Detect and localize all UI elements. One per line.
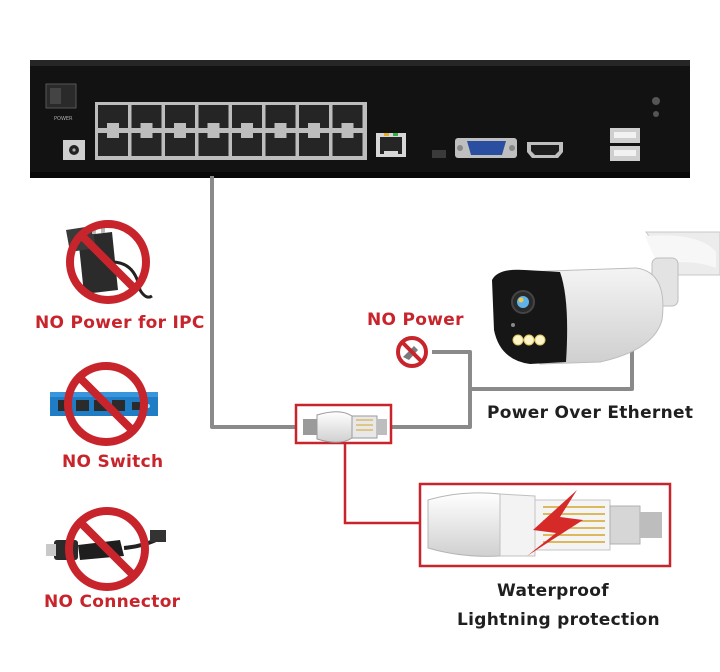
vga-port-icon	[455, 138, 517, 158]
rj45-port	[165, 105, 195, 128]
lan-port-icon	[376, 133, 406, 157]
hdmi-port-icon	[527, 142, 563, 158]
ethernet-cable	[210, 176, 634, 429]
rj45-port	[165, 133, 195, 156]
rj45-port-tab	[107, 133, 119, 138]
no-connector-icon	[46, 507, 166, 591]
waterproof-connector-callout	[418, 482, 672, 568]
rj45-port	[299, 133, 329, 156]
svg-text:POWER: POWER	[54, 116, 73, 122]
rj45-port-tab	[241, 133, 253, 138]
rj45-port-tab	[308, 123, 320, 128]
rj45-port-tab	[140, 133, 153, 138]
rj45-port-tab	[107, 123, 119, 128]
rj45-port-tab	[274, 123, 287, 128]
no-switch-label: NO Switch	[62, 452, 164, 472]
no-power-prohibited-icon	[396, 336, 428, 368]
rj45-port-tab	[174, 123, 186, 128]
callout-line	[343, 440, 420, 525]
rj45-port-tab	[207, 133, 220, 138]
no-power-for-ipc-label: NO Power for IPC	[35, 313, 205, 333]
rj45-port	[98, 133, 128, 156]
cable-coupler-icon	[294, 403, 393, 445]
rj45-port	[131, 105, 162, 128]
rj45-port	[299, 105, 329, 128]
no-power-adapter-icon	[66, 220, 153, 304]
rj45-port-tab	[274, 133, 287, 138]
rj45-port	[232, 105, 262, 128]
rj45-port-tab	[341, 133, 354, 138]
no-network-switch-icon	[50, 362, 158, 446]
rj45-port	[232, 133, 262, 156]
waterproof-label: Waterproof	[497, 581, 609, 601]
rj45-port-tab	[241, 123, 253, 128]
reset-button-icon	[652, 97, 660, 105]
dc-jack-icon	[63, 140, 85, 160]
rj45-port-tab	[174, 133, 186, 138]
rj45-port-tab	[207, 123, 220, 128]
alarm-port-icon	[432, 150, 446, 158]
usb-ports-icon	[610, 128, 640, 161]
rj45-port-tab	[140, 123, 153, 128]
rj45-port	[198, 133, 229, 156]
rj45-port	[98, 105, 128, 128]
rj45-port-grid	[95, 102, 367, 160]
indicator-icon	[653, 111, 659, 117]
rj45-port	[198, 105, 229, 128]
power-switch-icon: POWER	[45, 83, 77, 122]
rj45-port-tab	[341, 123, 354, 128]
rj45-port-tab	[308, 133, 320, 138]
bullet-camera-icon	[492, 231, 720, 365]
nvr-device: POWER	[30, 60, 690, 178]
no-power-label: NO Power	[367, 310, 464, 330]
lightning-protection-label: Lightning protection	[457, 610, 660, 630]
rj45-port	[332, 105, 363, 128]
rj45-port	[332, 133, 363, 156]
lightning-bolt-icon	[527, 490, 583, 556]
rj45-port	[131, 133, 162, 156]
rj45-port	[265, 105, 296, 128]
no-connector-label: NO Connector	[44, 592, 181, 612]
poe-label: Power Over Ethernet	[487, 403, 694, 423]
rj45-port	[265, 133, 296, 156]
